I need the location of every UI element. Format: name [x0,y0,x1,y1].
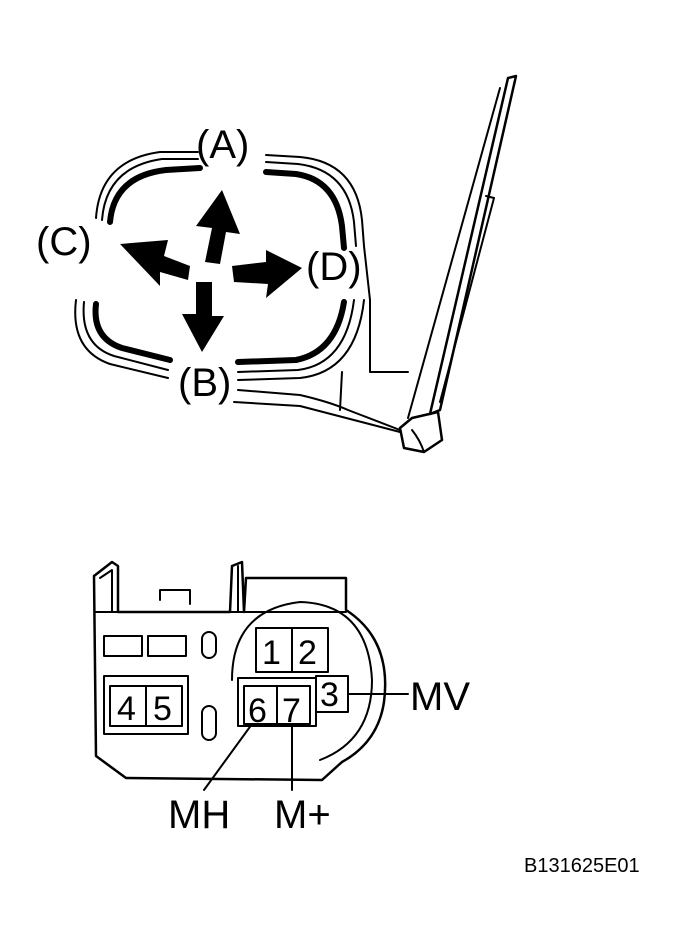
connector-housing [92,560,387,782]
arrow-right-d [232,250,302,298]
connector-slot [201,705,217,741]
pin-number: 4 [117,690,136,728]
direction-arrows [120,190,302,352]
arrow-up-a [196,190,240,264]
pin-number: 6 [248,692,267,730]
label-direction-a: (A) [196,123,249,167]
label-direction-b: (B) [178,361,231,405]
connector-slot [201,631,217,659]
signal-label-mv: MV [410,675,470,719]
leader-line-mh [203,723,253,791]
pin-number: 3 [320,676,339,714]
signal-label-m-plus: M+ [274,793,331,837]
pin-number: 1 [262,634,281,672]
pin-number: 2 [298,634,317,672]
arrow-down-b [182,282,224,352]
mirror-glass-outline [74,151,409,433]
label-direction-c: (C) [36,220,92,264]
mirror-illustration: (A) (B) (C) (D) [36,74,518,454]
pin-number: 7 [282,692,301,730]
arrow-left-c [120,240,190,286]
connector-slot [147,635,187,657]
connector-slot [103,635,143,657]
label-direction-d: (D) [306,245,362,289]
connector-illustration: 1 2 3 4 5 6 7 MV MH M+ [92,560,470,837]
signal-label-mh: MH [168,793,230,837]
figure-code: B131625E01 [524,855,640,877]
mirror-arm [398,74,518,454]
pin-number: 5 [153,690,172,728]
connector-round-shell [231,601,373,761]
